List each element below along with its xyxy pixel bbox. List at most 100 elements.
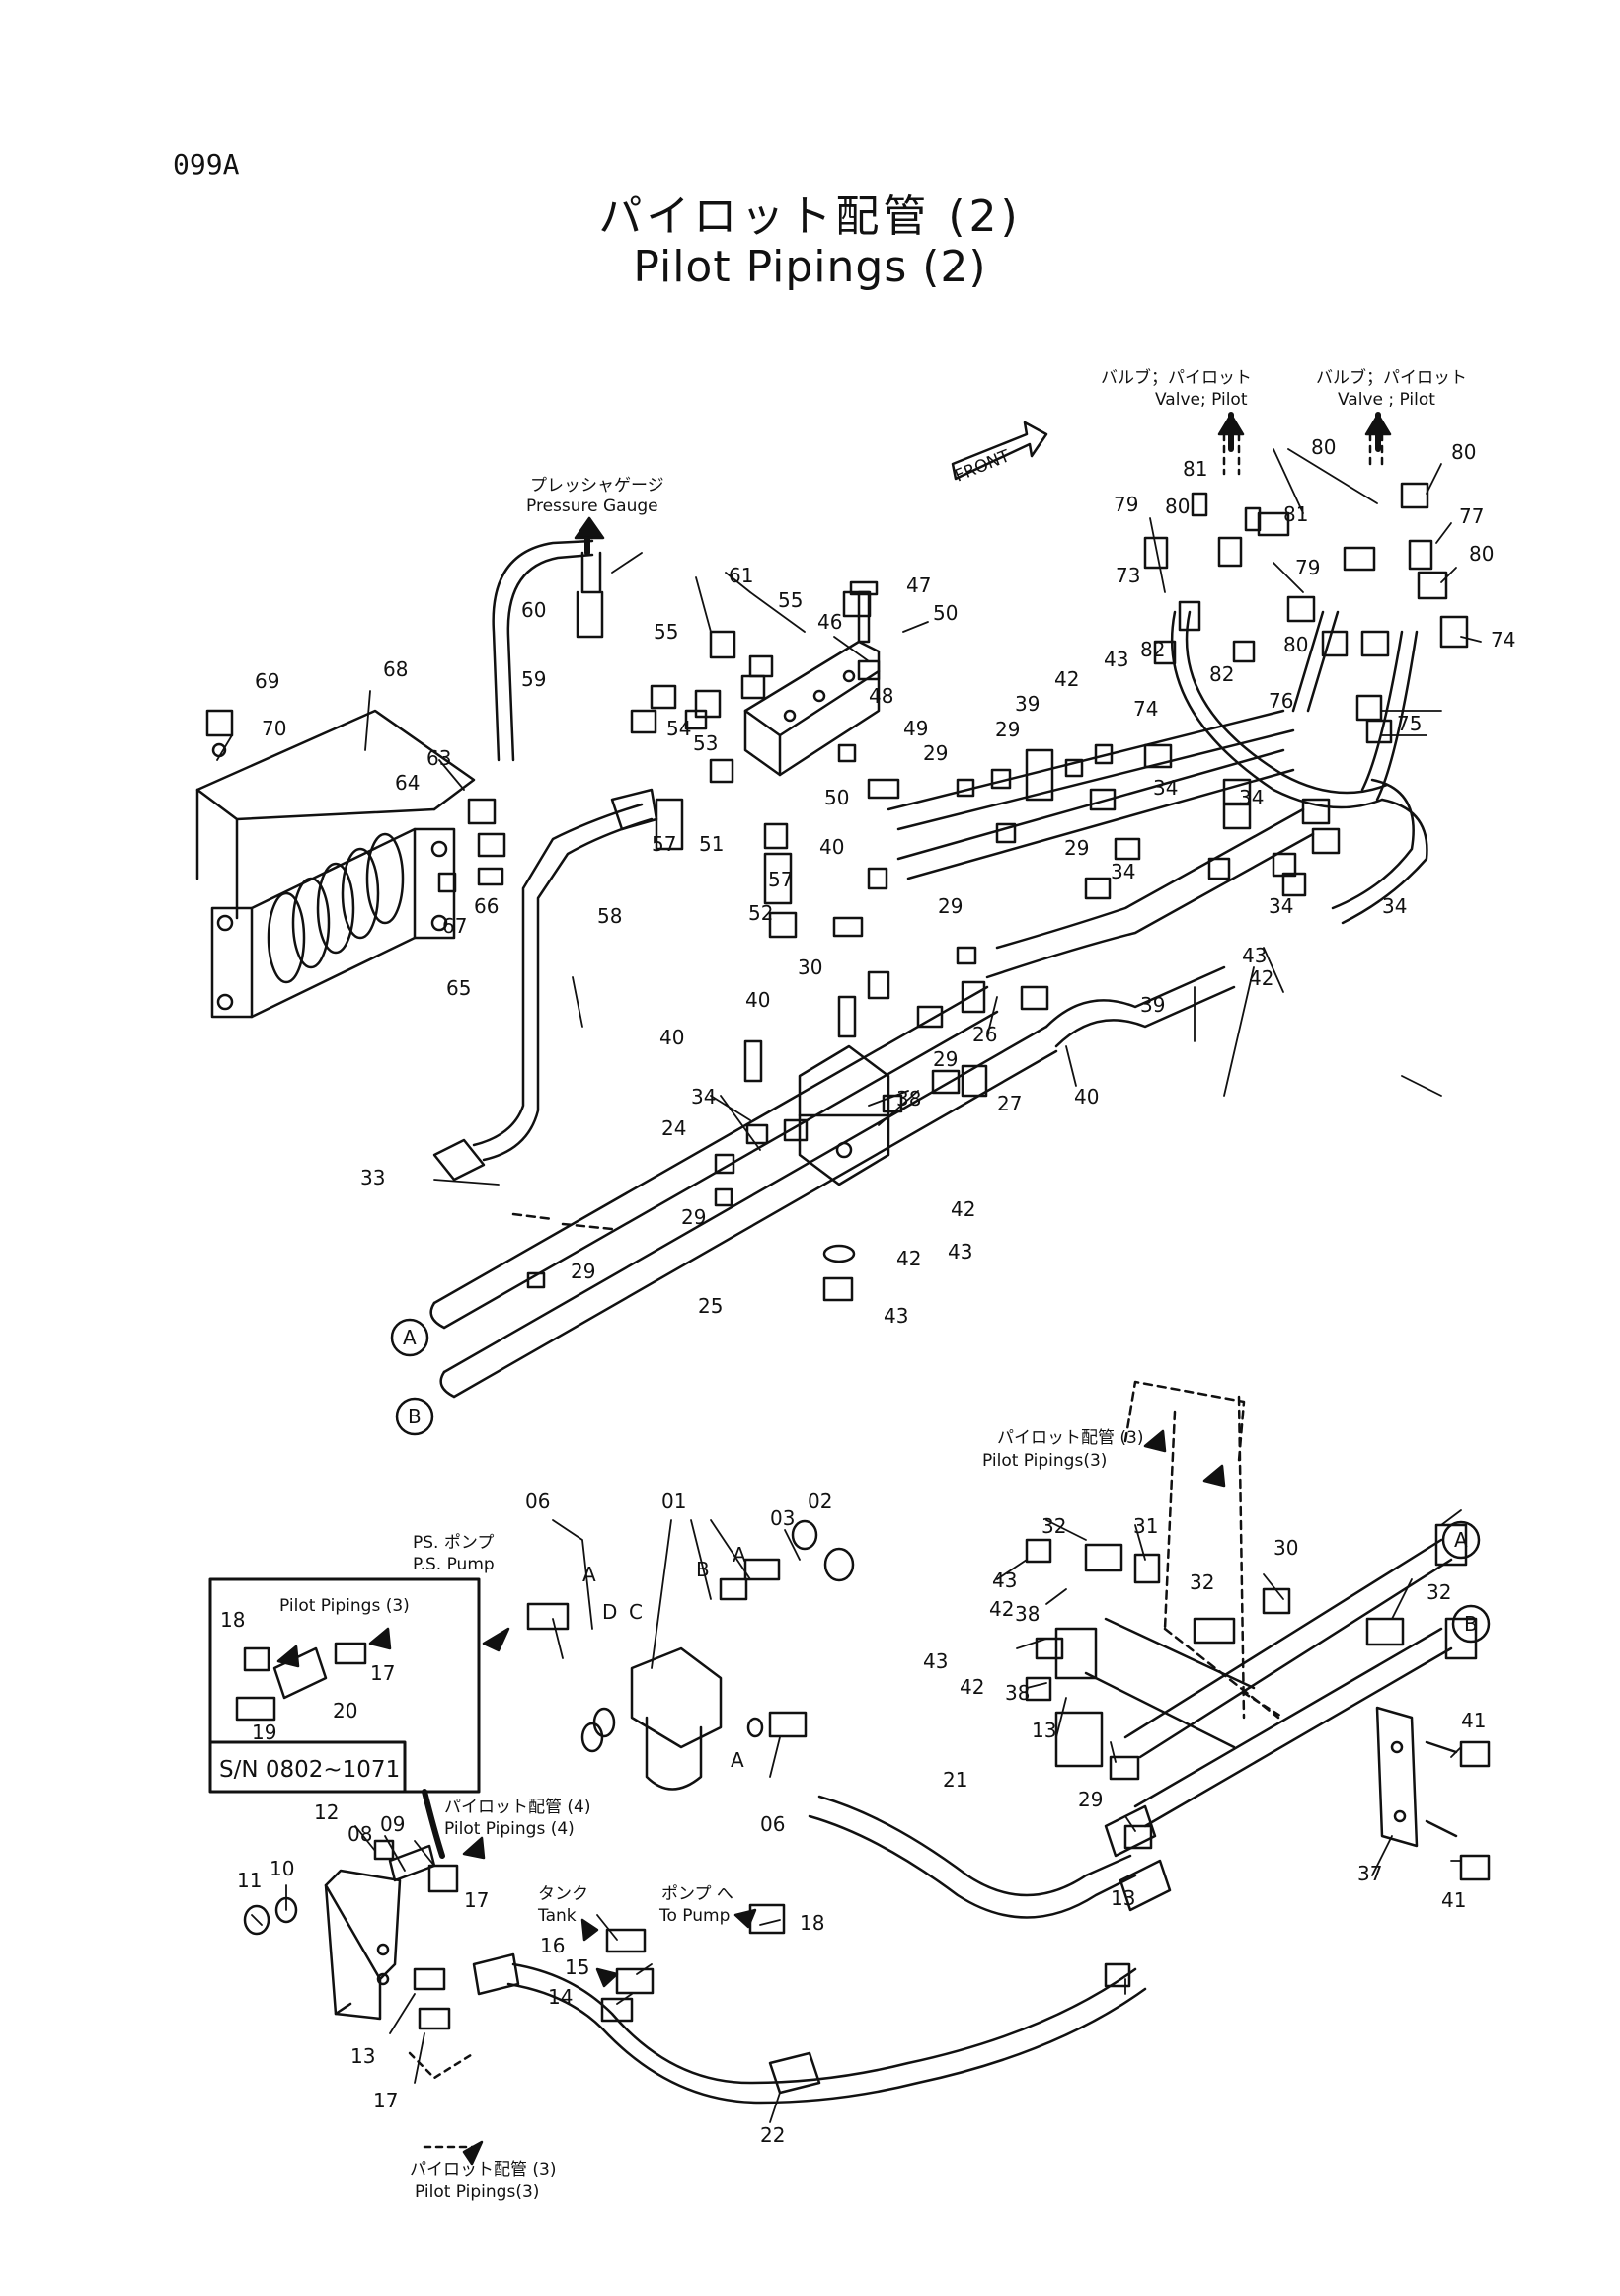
- label-pilot4-ja: パイロット配管 (4): [444, 1798, 590, 1817]
- part-callout-60: 60: [521, 598, 546, 622]
- part-callout-29: 29: [681, 1205, 706, 1229]
- ref-letter-a-top: A: [403, 1326, 417, 1349]
- part-callout-75: 75: [1397, 712, 1422, 735]
- part-callout-79: 79: [1295, 556, 1320, 579]
- part-callout-51: 51: [699, 832, 724, 856]
- part-callout-20: 20: [333, 1699, 357, 1722]
- part-callout-17: 17: [464, 1888, 489, 1912]
- part-callout-31: 31: [1133, 1514, 1158, 1538]
- part-callout-80: 80: [1451, 440, 1476, 464]
- part-callout-38: 38: [1005, 1681, 1030, 1705]
- label-ps-pump-en: P.S. Pump: [413, 1555, 495, 1574]
- part-callout-40: 40: [659, 1026, 684, 1049]
- part-callout-82: 82: [1209, 662, 1234, 686]
- label-pilot3-upper-en: Pilot Pipings(3): [982, 1451, 1107, 1471]
- part-callout-81: 81: [1183, 457, 1207, 481]
- part-callout-21: 21: [943, 1768, 967, 1792]
- part-callout-24: 24: [661, 1116, 686, 1140]
- part-callout-42: 42: [1054, 667, 1079, 691]
- part-callout-74: 74: [1133, 697, 1158, 721]
- ref-letter-a-bottom: A: [1454, 1528, 1468, 1552]
- part-callout-46: 46: [817, 610, 842, 634]
- part-callout-08: 08: [347, 1822, 372, 1846]
- page-code: 099A: [173, 148, 240, 181]
- part-callout-10: 10: [270, 1857, 294, 1880]
- part-callout-70: 70: [262, 717, 286, 740]
- part-callout-57: 57: [652, 832, 676, 856]
- part-callout-42: 42: [989, 1597, 1014, 1621]
- clamp-bracket: [798, 1044, 890, 1302]
- ref-letter-b-top: B: [408, 1405, 422, 1428]
- part-callout-29: 29: [933, 1047, 958, 1071]
- part-callout-12: 12: [314, 1800, 339, 1824]
- part-callout-11: 11: [237, 1869, 262, 1892]
- part-callout-81: 81: [1283, 502, 1308, 526]
- main-tubes: [429, 985, 1058, 1399]
- part-callout-37: 37: [1357, 1862, 1382, 1885]
- part-callout-49: 49: [903, 717, 928, 740]
- label-tank-en: Tank: [537, 1906, 577, 1926]
- ref-letter-b: B: [696, 1558, 710, 1581]
- part-callout-61: 61: [729, 564, 753, 587]
- part-callout-29: 29: [995, 718, 1020, 741]
- front-arrow: [951, 421, 1048, 481]
- part-callout-68: 68: [383, 657, 408, 681]
- part-callout-39: 39: [1015, 692, 1040, 716]
- part-callout-73: 73: [1116, 564, 1140, 587]
- ref-circle-b-top: [395, 1397, 434, 1436]
- part-callout-47: 47: [906, 574, 931, 597]
- part-callout-55: 55: [778, 588, 803, 612]
- part-callout-42: 42: [951, 1197, 975, 1221]
- part-callout-34: 34: [1382, 894, 1407, 918]
- part-callout-17: 17: [370, 1661, 395, 1685]
- part-callout-03: 03: [770, 1506, 795, 1530]
- part-callout-16: 16: [540, 1934, 565, 1957]
- part-callout-06: 06: [760, 1812, 785, 1836]
- part-callout-42: 42: [896, 1247, 921, 1270]
- part-callout-74: 74: [1491, 628, 1515, 651]
- part-callout-80: 80: [1283, 633, 1308, 656]
- leader-lines: [216, 448, 1482, 2123]
- part-callout-63: 63: [426, 746, 451, 770]
- part-callout-18: 18: [220, 1608, 245, 1632]
- part-callout-13: 13: [1111, 1886, 1135, 1910]
- part-callout-33: 33: [360, 1166, 385, 1189]
- part-callout-17: 17: [373, 2089, 398, 2112]
- part-callout-15: 15: [565, 1955, 589, 1979]
- part-callout-29: 29: [938, 894, 963, 918]
- part-callout-65: 65: [446, 976, 471, 1000]
- part-callout-42: 42: [960, 1675, 984, 1699]
- part-callout-43: 43: [1242, 944, 1267, 967]
- label-pilot4-en: Pilot Pipings (4): [444, 1819, 575, 1839]
- part-callout-82: 82: [1140, 638, 1165, 661]
- part-callout-32: 32: [1041, 1514, 1066, 1538]
- label-ps-pump-ja: PS. ポンプ: [413, 1533, 494, 1553]
- part-callout-53: 53: [693, 731, 718, 755]
- part-callout-54: 54: [666, 717, 691, 740]
- ref-letter-b-bottom: B: [1464, 1612, 1478, 1636]
- part-callout-41: 41: [1461, 1709, 1486, 1732]
- ref-letter-a3: A: [731, 1748, 744, 1772]
- ref-circle-a-top: [390, 1318, 429, 1357]
- part-callout-29: 29: [571, 1260, 595, 1283]
- part-callout-02: 02: [808, 1490, 832, 1513]
- ref-circle-b-bottom: [1451, 1604, 1491, 1644]
- part-callout-50: 50: [933, 601, 958, 625]
- part-callout-34: 34: [1111, 860, 1135, 883]
- part-callout-80: 80: [1165, 495, 1190, 518]
- part-callout-50: 50: [824, 786, 849, 809]
- ref-circle-a-bottom: [1441, 1520, 1481, 1560]
- part-callout-38: 38: [1015, 1602, 1040, 1626]
- part-callout-29: 29: [1064, 836, 1089, 860]
- part-callout-34: 34: [1269, 894, 1293, 918]
- part-callout-69: 69: [255, 669, 279, 693]
- part-callout-09: 09: [380, 1812, 405, 1836]
- part-callout-52: 52: [748, 901, 773, 925]
- ref-letter-a1: A: [582, 1563, 596, 1586]
- part-callout-29: 29: [1078, 1788, 1103, 1811]
- ref-letter-a2: A: [733, 1543, 746, 1567]
- part-callout-13: 13: [350, 2044, 375, 2068]
- part-callout-79: 79: [1114, 493, 1138, 516]
- part-callout-01: 01: [661, 1490, 686, 1513]
